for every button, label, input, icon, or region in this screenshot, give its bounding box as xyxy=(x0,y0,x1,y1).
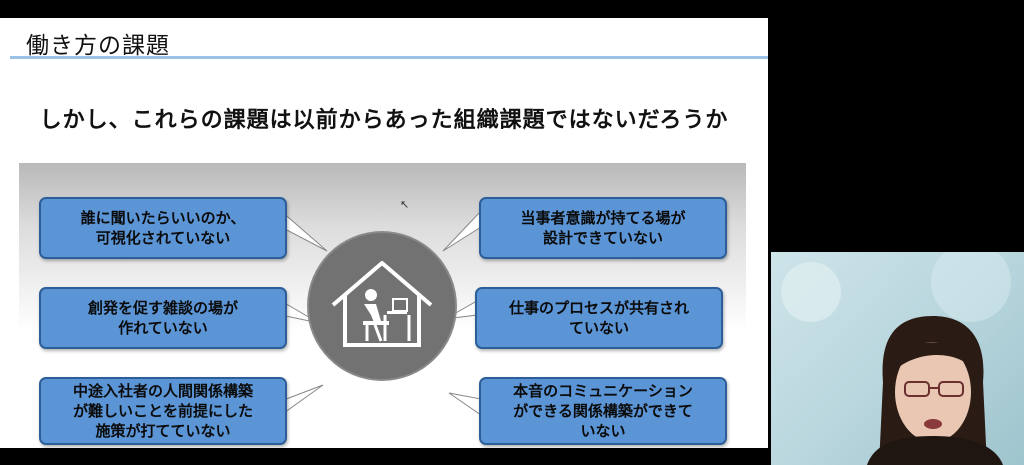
issue-bubble-2: 創発を促す雑談の場が 作れていない xyxy=(39,287,287,349)
issue-bubble-1: 誰に聞いたらいいのか、 可視化されていない xyxy=(39,197,287,259)
issue-bubble-6: 本音のコミュニケーション ができる関係構築ができて いない xyxy=(479,377,727,445)
slide: 働き方の課題 しかし、これらの課題は以前からあった組織課題ではないだろうか 誰に… xyxy=(0,18,768,448)
issue-bubble-3: 中途入社者の人間関係構築 が難しいことを前提にした 施策が打てていない xyxy=(39,377,287,445)
webcam-video-feed xyxy=(771,252,1024,465)
presenter-webcam xyxy=(781,252,1011,465)
slide-title: 働き方の課題 xyxy=(26,33,170,59)
title-divider xyxy=(10,56,768,59)
issue-bubble-5: 仕事のプロセスが共有され ていない xyxy=(475,287,723,349)
person-at-desk-in-house-icon xyxy=(331,261,433,347)
center-circle xyxy=(309,233,455,379)
issue-bubble-4: 当事者意識が持てる場が 設計できていない xyxy=(479,197,727,259)
diagram-panel: 誰に聞いたらいいのか、 可視化されていない 創発を促す雑談の場が 作れていない … xyxy=(19,163,746,445)
mouse-cursor-icon: ↖ xyxy=(400,198,410,211)
slide-headline: しかし、これらの課題は以前からあった組織課題ではないだろうか xyxy=(39,108,729,133)
